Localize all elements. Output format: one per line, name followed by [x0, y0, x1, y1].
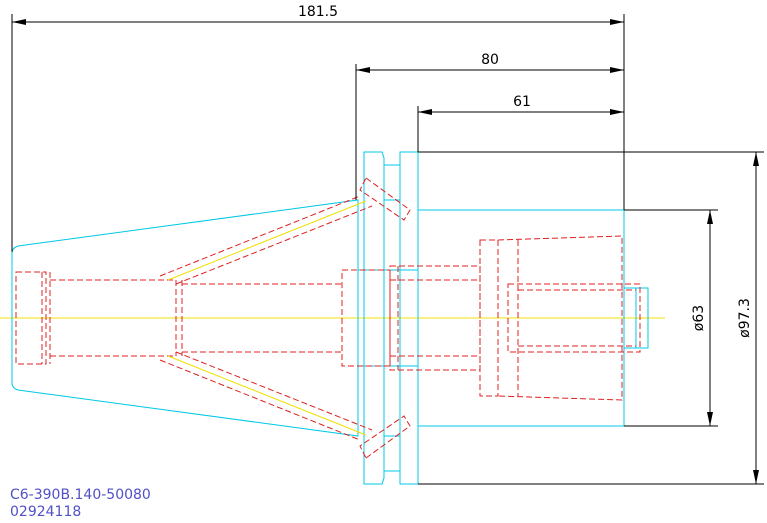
dimension-body-diameter: ø63	[624, 209, 718, 427]
dimension-label-flange-to-end: 80	[481, 52, 499, 68]
dimension-flange-to-end: 80	[355, 52, 624, 200]
dimension-label-body-diameter: ø63	[691, 305, 707, 331]
dimension-label-body-length: 61	[513, 94, 531, 110]
hidden-lines	[15, 177, 641, 459]
tool-holder-outline	[11, 151, 649, 485]
article-number: 02924118	[10, 504, 82, 520]
dimension-label-overall-length: 181.5	[298, 4, 338, 20]
channel-centerlines	[167, 200, 367, 436]
dimension-overall-length: 181.5	[11, 4, 625, 252]
dimension-flange-diameter: ø97.3	[418, 151, 764, 485]
dimension-label-flange-diameter: ø97.3	[737, 298, 753, 338]
dimension-body-length: 61	[417, 94, 624, 152]
part-code: C6-390B.140-50080	[10, 487, 151, 503]
